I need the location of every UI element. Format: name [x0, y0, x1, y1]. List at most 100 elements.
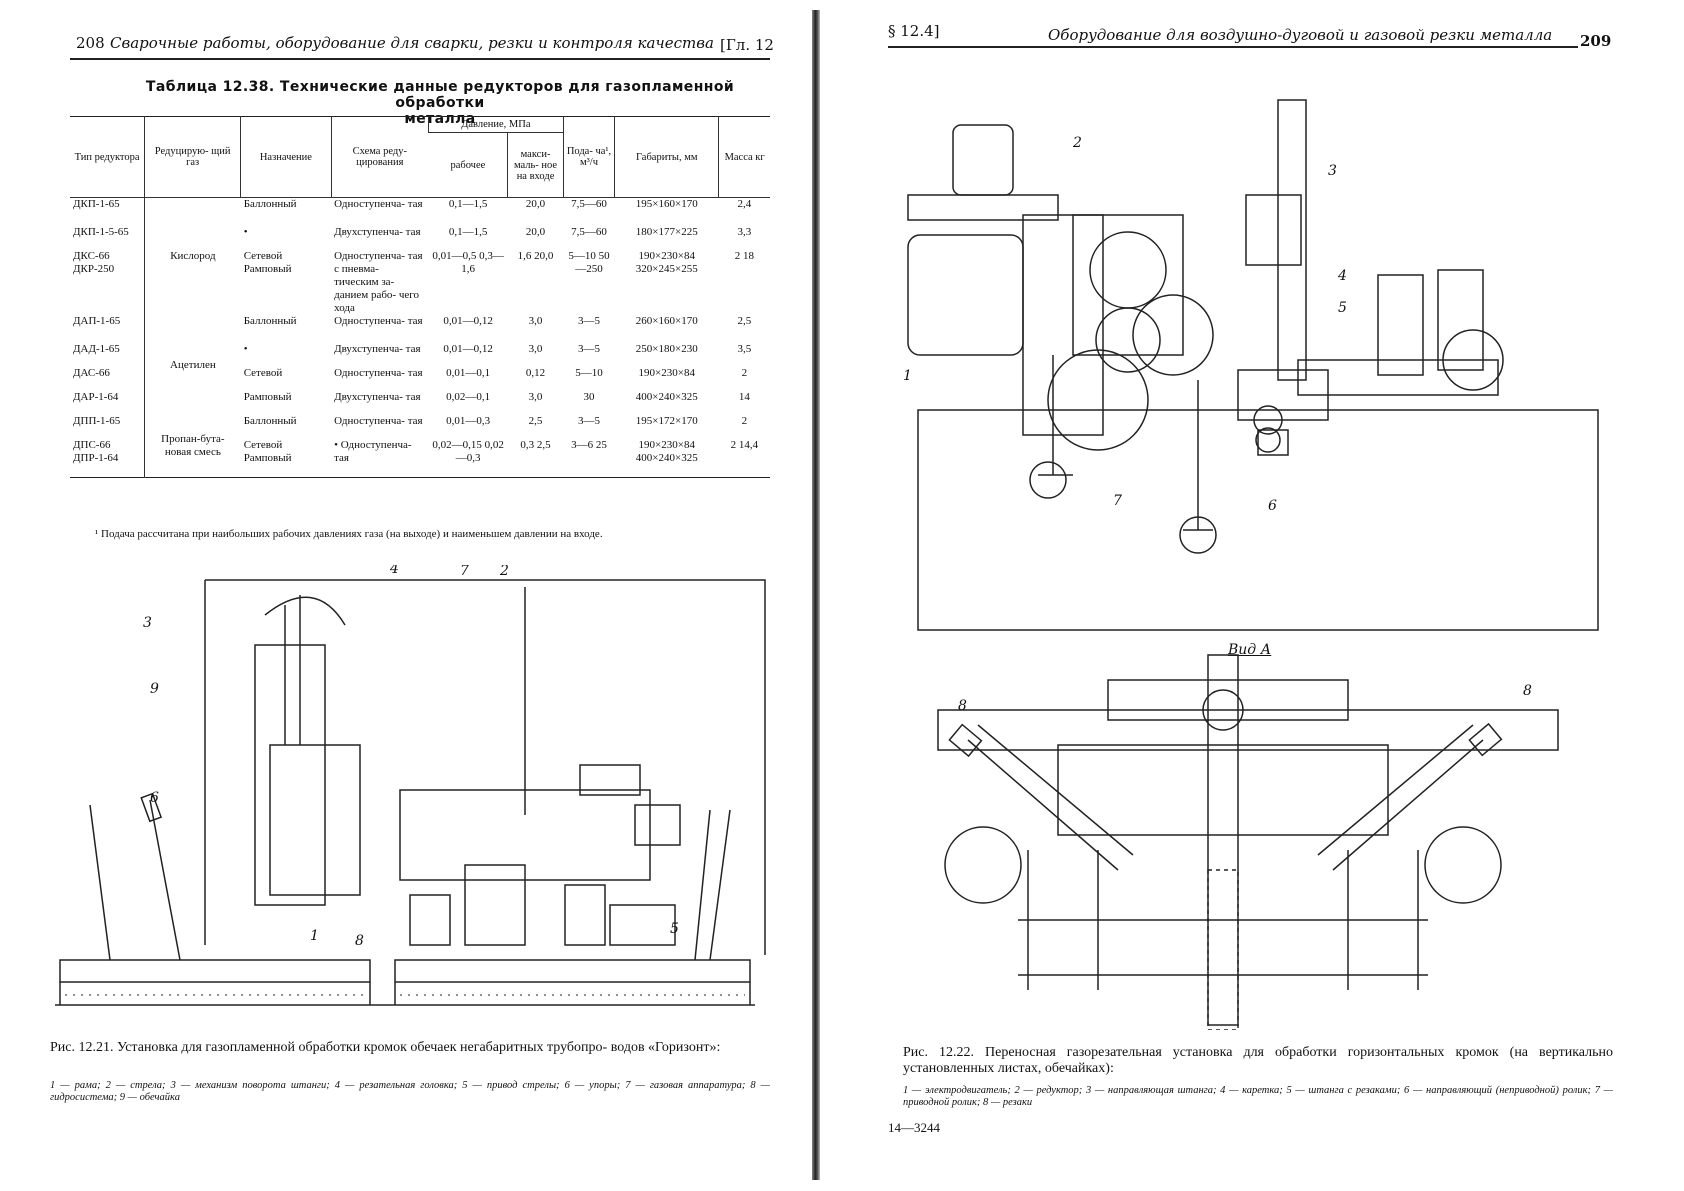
row-type: ДКС-66 ДКР-250 — [73, 250, 115, 275]
fig-12-22-view-a-callout-8: 8 — [958, 698, 967, 714]
row-purpose: Баллонный — [243, 315, 297, 327]
row-flow: 3—5 — [578, 415, 600, 427]
row-mass: 3,5 — [737, 343, 752, 355]
row-flow: 3—6 25 — [571, 439, 607, 451]
figure-12-22-caption: Рис. 12.22. Переносная газорезательная у… — [903, 1045, 1613, 1076]
col-working: рабочее — [428, 132, 508, 198]
table-footnote: ¹ Подача рассчитана при наибольших рабоч… — [95, 528, 603, 540]
row-max: 3,0 — [528, 315, 543, 327]
row-max: 0,12 — [525, 367, 546, 379]
page-number-left: 208 — [76, 34, 105, 52]
table-title-line1: Таблица 12.38. Технические данные редукт… — [145, 79, 735, 111]
row-dims: 180×177×225 — [635, 226, 698, 238]
row-scheme: Одноступенча- тая — [334, 315, 423, 327]
header-rule — [70, 58, 770, 60]
fig-12-21-callout-5: 5 — [670, 921, 679, 937]
row-max: 3,0 — [528, 391, 543, 403]
running-title-left: Сварочные работы, оборудование для сварк… — [110, 34, 714, 52]
row-mass: 2 — [741, 415, 748, 427]
row-type: ДПП-1-65 — [73, 415, 121, 427]
row-dims: 260×160×170 — [635, 315, 698, 327]
row-scheme: Одноступенча- тая — [334, 367, 423, 379]
col-scheme: Схема реду- цирования — [330, 116, 429, 198]
row-purpose: Сетевой — [243, 367, 283, 379]
row-purpose: Сетевой Рамповый — [243, 250, 292, 275]
row-type: ДКП-1-5-65 — [73, 226, 129, 238]
row-max: 2,5 — [528, 415, 543, 427]
col-gas: Редуцирую- щий газ — [144, 116, 241, 198]
col-purpose: Назначение — [240, 116, 332, 198]
row-scheme: Двухступенча- тая — [334, 226, 421, 238]
row-working: 0,02—0,15 0,02—0,3 — [432, 439, 504, 464]
fig-12-22-view-a-callout-8: 8 — [1523, 683, 1532, 699]
figure-12-22-view-a: 88 — [937, 654, 1559, 1030]
col-type: Тип редуктора — [70, 116, 145, 198]
row-mass: 2 14,4 — [730, 439, 759, 451]
left-page: 208 Сварочные работы, оборудование для с… — [0, 0, 818, 1191]
figure-12-21-caption: Рис. 12.21. Установка для газопламенной … — [50, 1040, 721, 1055]
row-purpose: • — [243, 343, 248, 355]
fig-12-21-callout-4: 4 — [389, 565, 399, 577]
fig-12-21-callout-2: 2 — [499, 565, 509, 579]
col-dims: Габариты, мм — [614, 116, 719, 198]
row-max: 3,0 — [528, 343, 543, 355]
row-dims: 190×230×84 — [638, 367, 695, 379]
row-working: 0,01—0,1 — [446, 367, 491, 379]
table-row: ДКС-66 ДКР-250 Сетевой Рамповый Одноступен… — [70, 250, 770, 315]
row-scheme: Одноступенча- тая — [334, 198, 423, 210]
fig-12-22-callout-7: 7 — [1113, 493, 1122, 509]
section-marker: § 12.4] — [888, 22, 940, 40]
row-gas-group: Кислород — [144, 197, 241, 315]
row-mass: 2,4 — [737, 198, 752, 210]
fig-12-22-callout-1: 1 — [903, 368, 912, 384]
reducer-table: Тип редуктора Редуцирую- щий газ Назначе… — [70, 116, 770, 478]
fig-12-21-callout-9: 9 — [150, 681, 159, 697]
row-working: 0,1—1,5 — [448, 226, 488, 238]
figure-12-22-legend: 1 — электродвигатель; 2 — редуктор; 3 — … — [903, 1085, 1613, 1108]
row-flow: 3—5 — [578, 343, 600, 355]
row-working: 0,1—1,5 — [448, 198, 488, 210]
col-max: макси- маль- ное на входе — [507, 132, 564, 198]
row-mass: 3,3 — [737, 226, 752, 238]
row-working: 0,01—0,12 — [443, 343, 493, 355]
row-flow: 7,5—60 — [571, 226, 607, 238]
header-rule-right — [888, 46, 1578, 48]
row-dims: 195×172×170 — [635, 415, 698, 427]
row-type: ДАР-1-64 — [73, 391, 119, 403]
fig-12-22-callout-4: 4 — [1337, 268, 1347, 284]
row-mass: 14 — [738, 391, 750, 403]
book-gutter — [812, 10, 820, 1180]
row-max: 1,6 20,0 — [517, 250, 554, 262]
row-purpose: Баллонный — [243, 415, 297, 427]
row-max: 20,0 — [525, 226, 546, 238]
fig-12-21-callout-7: 7 — [460, 565, 469, 579]
row-dims: 250×180×230 — [635, 343, 698, 355]
page-number-right: 209 — [1580, 32, 1612, 50]
fig-12-22-callout-6: 6 — [1268, 498, 1277, 514]
row-mass: 2 — [741, 367, 748, 379]
col-mass: Масса кг — [718, 116, 770, 198]
row-gas-group: Ацетилен — [144, 315, 241, 415]
row-scheme: • Одноступенча- тая — [334, 439, 412, 464]
row-gas-group: Пропан-бута- новая смесь — [144, 415, 241, 478]
row-flow: 7,5—60 — [571, 198, 607, 210]
row-working: 0,02—0,1 — [446, 391, 491, 403]
row-scheme: Одноступенча- тая с пневма- тическим за-… — [334, 250, 423, 314]
col-flow: Пода- ча¹, м³/ч — [562, 116, 615, 198]
row-working: 0,01—0,12 — [443, 315, 493, 327]
printer-signature: 14—3244 — [888, 1120, 940, 1135]
row-flow: 5—10 50—250 — [568, 250, 610, 275]
fig-12-22-callout-2: 2 — [1072, 135, 1082, 151]
fig-12-21-callout-6: 6 — [150, 790, 159, 806]
fig-12-22-callout-3: 3 — [1328, 163, 1337, 179]
row-type: ДАП-1-65 — [73, 315, 121, 327]
